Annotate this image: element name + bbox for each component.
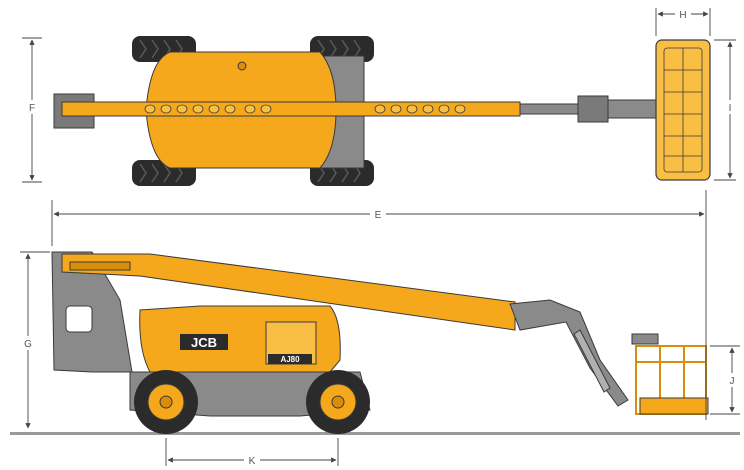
- tire-treads-top: [139, 39, 361, 183]
- turret-hook-top: [237, 61, 247, 71]
- dim-J-label: J: [730, 376, 735, 387]
- brand-logo-bg: [180, 334, 228, 350]
- model-label: AJ80: [280, 355, 300, 364]
- dim-F-label: F: [29, 103, 35, 114]
- ground-line: [10, 432, 740, 435]
- jib-top: [519, 103, 581, 115]
- side-view: JCB AJ80: [10, 251, 740, 435]
- boom-top: [61, 101, 521, 117]
- dim-K-label: K: [249, 456, 256, 467]
- dim-I-label: I: [729, 103, 732, 114]
- dim-E-label: E: [375, 210, 382, 221]
- model-label-bg: [268, 354, 312, 364]
- jib-head-top: [577, 95, 609, 123]
- jib-side: [509, 299, 629, 407]
- rotator-top: [607, 99, 659, 119]
- dimension-labels: F E H I G J K: [20, 7, 740, 467]
- dim-H-label: H: [679, 10, 686, 21]
- rear-cutout-side: [65, 305, 93, 333]
- boom-lift-cylinder: [69, 261, 131, 271]
- platform-grid-top: [663, 47, 703, 173]
- dimension-lines: [20, 8, 740, 466]
- platform-side: [631, 333, 709, 415]
- jib-cylinder-side: [573, 329, 611, 393]
- top-view: [53, 36, 711, 186]
- main-boom-side: [61, 253, 516, 331]
- brand-logo: JCB: [191, 335, 217, 350]
- dim-G-label: G: [24, 339, 32, 350]
- boom-holes-top: [144, 104, 466, 114]
- wheel-rear-side: [306, 370, 370, 434]
- wheel-front-side: [134, 370, 198, 434]
